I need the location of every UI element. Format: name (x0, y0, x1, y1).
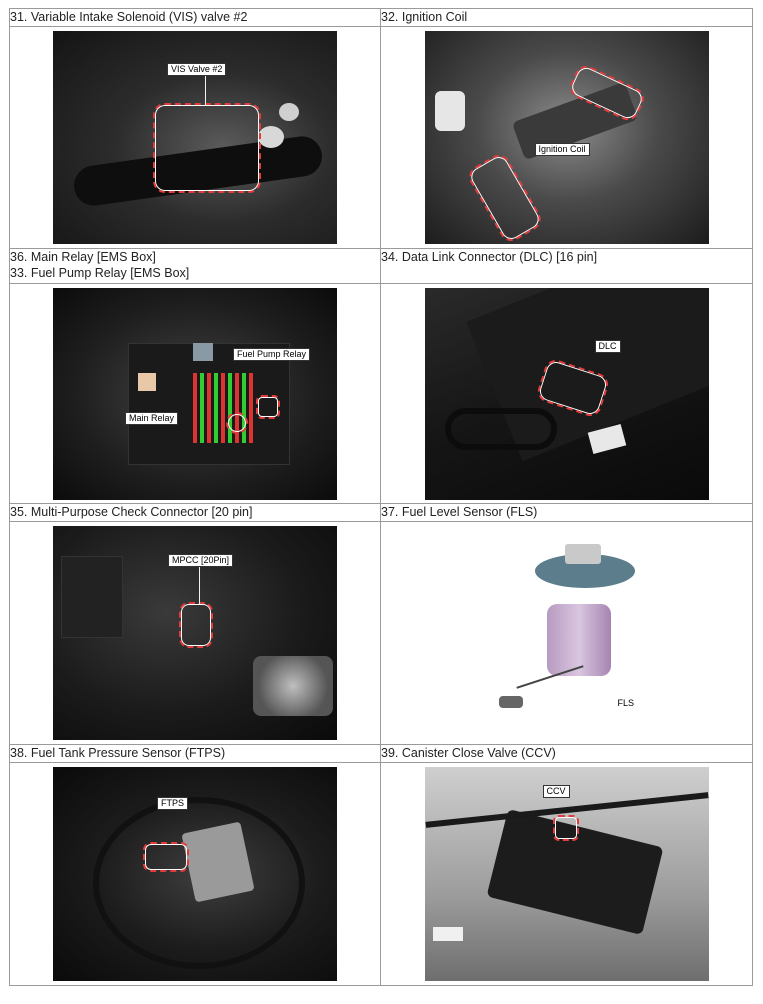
table-row: 35. Multi-Purpose Check Connector [20 pi… (9, 503, 753, 522)
callout-ftps: FTPS (157, 797, 189, 810)
cell-dlc: DLC (380, 283, 753, 504)
fuse-strip-shape (193, 373, 253, 443)
tank-opening-shape (93, 797, 305, 969)
caption-relays: 36. Main Relay [EMS Box] 33. Fuel Pump R… (9, 248, 381, 284)
reservoir-shape (434, 91, 465, 131)
pump-body-shape (546, 604, 611, 676)
harness-shape (444, 408, 557, 450)
cell-relays: Fuel Pump Relay Main Relay (9, 283, 381, 504)
table-row: VIS Valve #2 Ignition Coil (9, 26, 753, 249)
highlight-ftps (143, 842, 189, 872)
caption-vis-valve: 31. Variable Intake Solenoid (VIS) valve… (9, 8, 381, 27)
table-row: Fuel Pump Relay Main Relay DLC (9, 283, 753, 504)
cell-vis-valve: VIS Valve #2 (9, 26, 381, 249)
photo-vis-valve: VIS Valve #2 (53, 31, 337, 244)
cap-shape (258, 126, 284, 148)
caption-fuel-pump-relay: 33. Fuel Pump Relay [EMS Box] (10, 266, 190, 280)
relay-shape (138, 373, 156, 391)
battery-shape (61, 556, 123, 638)
photo-ccv: CCV (424, 767, 709, 981)
table-row: MPCC [20Pin] FLS (9, 521, 753, 745)
callout-fls: FLS (614, 698, 638, 709)
photo-dlc: DLC (424, 288, 709, 500)
callout-fuel-pump-relay: Fuel Pump Relay (233, 348, 311, 361)
cap-shape (279, 103, 299, 121)
table-row: FTPS CCV (9, 762, 753, 986)
caption-fls: 37. Fuel Level Sensor (FLS) (380, 503, 753, 522)
photo-ems-box: Fuel Pump Relay Main Relay (53, 288, 337, 500)
table-row: 38. Fuel Tank Pressure Sensor (FTPS) 39.… (9, 744, 753, 763)
component-location-table: 31. Variable Intake Solenoid (VIS) valve… (9, 8, 753, 986)
headlamp-shape (253, 656, 333, 716)
callout-ignition-coil: Ignition Coil (534, 143, 590, 156)
photo-mpcc: MPCC [20Pin] (53, 526, 337, 740)
highlight-vis-valve (153, 103, 261, 193)
highlight-fuel-pump-relay (256, 395, 280, 419)
highlight-main-relay (226, 412, 248, 434)
highlight-ignition-coil-front (464, 150, 545, 244)
caption-ftps: 38. Fuel Tank Pressure Sensor (FTPS) (9, 744, 381, 763)
cell-mpcc: MPCC [20Pin] (9, 521, 381, 745)
cell-ftps: FTPS (9, 762, 381, 986)
photo-ftps: FTPS (53, 767, 337, 981)
table-row: 36. Main Relay [EMS Box] 33. Fuel Pump R… (9, 248, 753, 284)
callout-dlc: DLC (594, 340, 621, 353)
caption-ccv: 39. Canister Close Valve (CCV) (380, 744, 753, 763)
cell-ccv: CCV (380, 762, 753, 986)
cell-ignition-coil: Ignition Coil (380, 26, 753, 249)
callout-ccv: CCV (542, 785, 570, 798)
caption-mpcc: 35. Multi-Purpose Check Connector [20 pi… (9, 503, 381, 522)
callout-vis-valve: VIS Valve #2 (167, 63, 227, 76)
callout-main-relay: Main Relay (125, 412, 179, 425)
caption-main-relay: 36. Main Relay [EMS Box] (10, 250, 156, 264)
leader-line (199, 566, 200, 604)
callout-mpcc: MPCC [20Pin] (168, 554, 234, 567)
float-shape (498, 696, 523, 708)
caption-ignition-coil: 32. Ignition Coil (380, 8, 753, 27)
relay-shape (193, 343, 213, 361)
highlight-ccv (552, 815, 579, 841)
leader-line (205, 75, 206, 105)
cell-fls: FLS (380, 521, 753, 745)
label-shape (432, 927, 463, 941)
caption-dlc: 34. Data Link Connector (DLC) [16 pin] (380, 248, 753, 284)
table-row: 31. Variable Intake Solenoid (VIS) valve… (9, 8, 753, 27)
highlight-mpcc (179, 602, 213, 648)
illustration-fuel-pump-module: FLS (424, 526, 709, 740)
connector-shape (564, 544, 601, 564)
photo-ignition-coil: Ignition Coil (424, 31, 709, 244)
